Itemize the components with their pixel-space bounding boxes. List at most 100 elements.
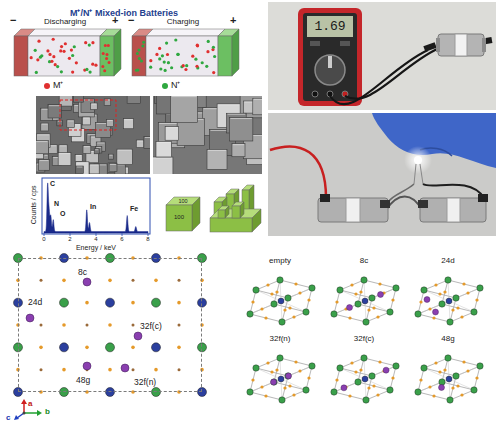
cell-edge <box>364 358 396 366</box>
iron-atom <box>285 295 291 301</box>
iron-atom <box>303 309 309 315</box>
electrode <box>100 36 114 76</box>
electrode <box>14 36 28 76</box>
ion-dot <box>91 41 94 44</box>
iron-atom <box>445 277 451 283</box>
nitrogen-atom <box>108 368 112 372</box>
ion-dot <box>212 71 215 74</box>
ion-dot <box>37 40 40 43</box>
ion-dot <box>85 68 88 71</box>
cube-crystal <box>108 154 113 159</box>
bond-line <box>449 301 474 312</box>
ion-dot <box>101 65 104 68</box>
cell-drawing <box>322 268 406 328</box>
cube-crystal <box>127 96 140 104</box>
prism-front <box>210 218 252 232</box>
iron-atom <box>247 311 253 317</box>
ion-dot <box>149 59 152 62</box>
ion-dot <box>52 55 55 58</box>
prism-front <box>232 206 240 218</box>
bond-line <box>449 288 480 301</box>
carbon-atom <box>451 386 454 389</box>
site-heading: 24d <box>441 256 454 265</box>
carbon-atom <box>335 378 338 381</box>
cube-crystal <box>144 137 150 149</box>
iron-atom <box>453 373 459 379</box>
label-slot: − <box>128 14 134 26</box>
cube-edge <box>49 145 56 146</box>
inner-atom <box>40 368 43 371</box>
carbon-atom <box>85 346 89 350</box>
carbon-atom <box>475 298 478 301</box>
carbon-atom <box>372 384 375 387</box>
ion-dot <box>52 38 55 41</box>
ion-dot <box>205 65 208 68</box>
cube-crystal <box>41 123 49 131</box>
sem-image <box>36 96 150 174</box>
carbon-atom <box>376 393 379 396</box>
carbon-atom <box>475 376 478 379</box>
carbon-atom <box>251 378 254 381</box>
cell-edge <box>250 392 282 400</box>
ion-dot <box>137 49 140 52</box>
cube-crystal <box>43 154 48 159</box>
guest-ion <box>134 332 142 340</box>
cell-edge <box>474 366 480 390</box>
ion-dot <box>30 56 33 59</box>
iron-atom <box>279 397 285 403</box>
cell-drawing <box>238 346 322 406</box>
figure-label: 4 <box>94 236 97 242</box>
ion-dot <box>195 65 198 68</box>
iron-atom <box>331 389 337 395</box>
ion-dot <box>56 65 59 68</box>
text-slot: 32f(n) <box>133 377 157 387</box>
indium-atom <box>362 298 368 304</box>
iron-atom <box>369 295 375 301</box>
cell-edge <box>418 368 424 392</box>
figure-label: Energy / keV <box>76 244 116 251</box>
led-photo <box>268 113 496 236</box>
battery-box: Discharging <box>8 16 122 78</box>
battery-top-face <box>146 29 225 36</box>
cube-edge <box>84 146 90 147</box>
ion-dot <box>149 66 152 69</box>
ion-dot <box>206 50 209 53</box>
ion-dot <box>84 41 87 44</box>
figure-label: 2 <box>68 236 71 242</box>
iron-atom <box>309 363 315 369</box>
cube-edge <box>254 99 262 100</box>
electrolyte <box>146 36 218 76</box>
ion-dot <box>155 53 158 56</box>
cube-crystal <box>74 96 84 102</box>
iron-atom <box>277 277 283 283</box>
axis-tick <box>148 233 149 236</box>
axis-tick <box>70 233 71 236</box>
nitrogen-atom <box>62 368 66 372</box>
cube-crystal <box>156 141 172 157</box>
text-slot: Discharging <box>8 16 122 27</box>
legend-swatch <box>44 83 50 89</box>
cube-edge <box>97 142 104 143</box>
cube-edge <box>96 147 100 148</box>
carbon-atom <box>456 306 459 309</box>
figure-label: 6 <box>120 236 123 242</box>
label-slot: a <box>28 399 32 409</box>
carbon-atom <box>307 298 310 301</box>
iron-atom <box>471 387 477 393</box>
carbon-atom <box>85 301 89 305</box>
cube-crystal <box>232 144 245 157</box>
cube-edge <box>166 127 178 128</box>
iron-atom <box>106 343 115 352</box>
cell-edge <box>250 314 282 322</box>
ion-dot <box>64 42 67 45</box>
label-slot: + <box>112 14 118 26</box>
cube-crystal <box>59 145 67 153</box>
bond-line <box>281 288 312 301</box>
inner-atom <box>132 324 135 327</box>
label-slot: 1.69 <box>307 19 353 34</box>
label-slot: − <box>10 14 16 26</box>
carbon-atom <box>348 316 351 319</box>
unit-cell: 24d <box>406 256 490 328</box>
figure-label: − <box>10 14 16 26</box>
cube-crystal <box>89 164 99 174</box>
